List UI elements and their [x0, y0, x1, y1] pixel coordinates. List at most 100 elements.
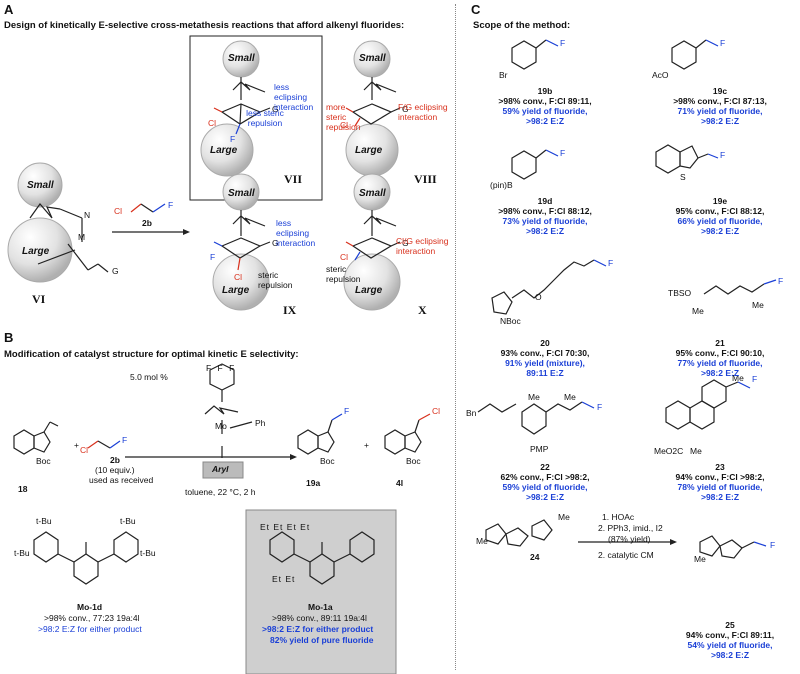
- vii-f: F: [230, 134, 236, 144]
- structure-19d: [511, 149, 559, 180]
- mo-1a-highlight-box: [245, 509, 397, 674]
- catalyst-ph: Ph: [255, 418, 266, 428]
- sm-18-boc: Boc: [36, 456, 51, 466]
- reagent-2b-b-structure: [87, 440, 121, 449]
- c-21-tbso: TBSO: [668, 288, 692, 298]
- ix-g: G: [272, 238, 279, 248]
- x-small-label: Small: [359, 188, 386, 199]
- entry-19e-line3: >98:2 E:Z: [700, 226, 740, 236]
- complex-x: [343, 173, 401, 311]
- mo-1d-tbu-top-right: t-Bu: [120, 516, 136, 526]
- x-large-label: Large: [355, 285, 383, 296]
- entry-19d-line1: >98% conv., F:Cl 88:12,: [498, 206, 592, 216]
- entry-25-line2: 54% yield of fluoride,: [687, 640, 773, 650]
- entry-25-line1: 94% conv., F:Cl 89:11,: [685, 630, 775, 640]
- c-22-f: F: [597, 402, 603, 412]
- c-19e-f: F: [720, 150, 726, 160]
- entry-19e: 19e 95% conv., F:Cl 88:12, 66% yield of …: [655, 196, 785, 236]
- entry-21-id: 21: [715, 338, 725, 348]
- structure-25: [699, 535, 767, 559]
- c-23-meo2c: MeO2C: [654, 446, 684, 456]
- entry-20-line2: 91% yield (mixture),: [505, 358, 585, 368]
- ix-f: F: [210, 252, 216, 262]
- x-cl: Cl: [340, 252, 349, 262]
- mo-1a-et-labels: Et Et Et Et: [260, 522, 311, 532]
- c-19c-aco: AcO: [652, 70, 669, 80]
- c-step1: 1. HOAc: [602, 512, 635, 522]
- c-19b-br: Br: [499, 70, 508, 80]
- catalyst-loading: 5.0 mol %: [130, 372, 168, 382]
- panel-c-structures: [477, 39, 777, 559]
- panel-c-letter: C: [471, 2, 481, 17]
- entry-25-line3: >98:2 E:Z: [710, 650, 750, 660]
- vi-g-label: G: [112, 266, 119, 276]
- ix-small-label: Small: [228, 188, 255, 199]
- mo-1a-line2: >98:2 E:Z for either product: [262, 624, 374, 634]
- structure-22: [477, 401, 595, 435]
- vii-cl: Cl: [208, 118, 217, 128]
- structure-19e: [655, 144, 719, 174]
- complex-ix: [212, 173, 271, 311]
- c-22-me2: Me: [564, 392, 576, 402]
- reagent-2b-structure: [130, 203, 166, 213]
- structure-23: [665, 379, 751, 430]
- prod-4l-cl: Cl: [432, 406, 441, 416]
- c-23-f: F: [752, 374, 758, 384]
- structure-21: [703, 279, 777, 295]
- viii-g: G: [402, 104, 409, 114]
- c-22-pmp: PMP: [530, 444, 549, 454]
- x-note-2: steric repulsion: [326, 264, 361, 284]
- ix-note-2: steric repulsion: [258, 270, 293, 290]
- x-g: G: [402, 238, 409, 248]
- mo-1a-et-bottom: Et Et: [272, 574, 296, 584]
- vii-small-label: Small: [228, 53, 255, 64]
- entry-21: 21 95% conv., F:Cl 90:10, 77% yield of f…: [655, 338, 785, 378]
- vii-large-label: Large: [210, 145, 238, 156]
- entry-23-id: 23: [715, 462, 725, 472]
- vii-g: G: [272, 104, 279, 114]
- panel-c-heading: Scope of the method:: [473, 20, 571, 31]
- mo-1a-name: Mo-1a: [308, 602, 333, 612]
- entry-19b-line1: >98% conv., F:Cl 89:11,: [498, 96, 592, 106]
- entry-19c-line1: >98% conv., F:Cl 87:13,: [673, 96, 767, 106]
- entry-19d-id: 19d: [537, 196, 553, 206]
- entry-19c-line3: >98:2 E:Z: [700, 116, 740, 126]
- reagent-b-f: F: [122, 435, 128, 445]
- prod-19a-label: 19a: [306, 478, 321, 488]
- c-20-o: O: [535, 292, 542, 302]
- entry-19c: 19c >98% conv., F:Cl 87:13, 71% yield of…: [655, 86, 785, 126]
- reagent-f: F: [168, 200, 174, 210]
- entry-23: 23 94% conv., F:Cl >98:2, 78% yield of f…: [655, 462, 785, 502]
- entry-21-line2: 77% yield of fluoride,: [677, 358, 763, 368]
- c-20-f: F: [608, 258, 614, 268]
- aryl-label: Aryl: [212, 464, 229, 474]
- mo-1d-line1: >98% conv., 77:23 19a:4l: [44, 613, 140, 623]
- c-step2b: (87% yield): [608, 534, 651, 544]
- mo-1a-line3: 82% yield of pure fluoride: [270, 635, 374, 645]
- c-19b-f: F: [560, 38, 566, 48]
- vi-large-label: Large: [22, 246, 50, 257]
- entry-19d-line3: >98:2 E:Z: [525, 226, 565, 236]
- prod-19a-f: F: [344, 406, 350, 416]
- complex-vi: [7, 162, 109, 283]
- mo-1d-line2: >98:2 E:Z for either product: [38, 624, 142, 634]
- label-viii: VIII: [414, 172, 437, 186]
- entry-19d-line2: 73% yield of fluoride,: [502, 216, 588, 226]
- product-19a-structure: [297, 413, 343, 455]
- prod-4l-boc: Boc: [406, 456, 421, 466]
- entry-22-line3: >98:2 E:Z: [525, 492, 565, 502]
- indole-18-structure: [13, 421, 59, 455]
- c-step3: 2. catalytic CM: [598, 550, 654, 560]
- entry-19e-line2: 66% yield of fluoride,: [677, 216, 763, 226]
- viii-note-2: more steric repulsion: [326, 102, 361, 132]
- mo-1d-tbu-top-left: t-Bu: [36, 516, 52, 526]
- c-23-me2: Me: [690, 446, 702, 456]
- c-25-f: F: [770, 540, 776, 550]
- c-19d-pinb: (pin)B: [490, 180, 513, 190]
- label-x: X: [418, 303, 427, 317]
- c-24-me: Me: [476, 536, 488, 546]
- entry-22-line1: 62% conv., F:Cl >98:2,: [500, 472, 590, 482]
- panel-divider: [455, 4, 456, 670]
- ix-cl: Cl: [234, 272, 243, 282]
- reagent-b-cl: Cl: [80, 445, 89, 455]
